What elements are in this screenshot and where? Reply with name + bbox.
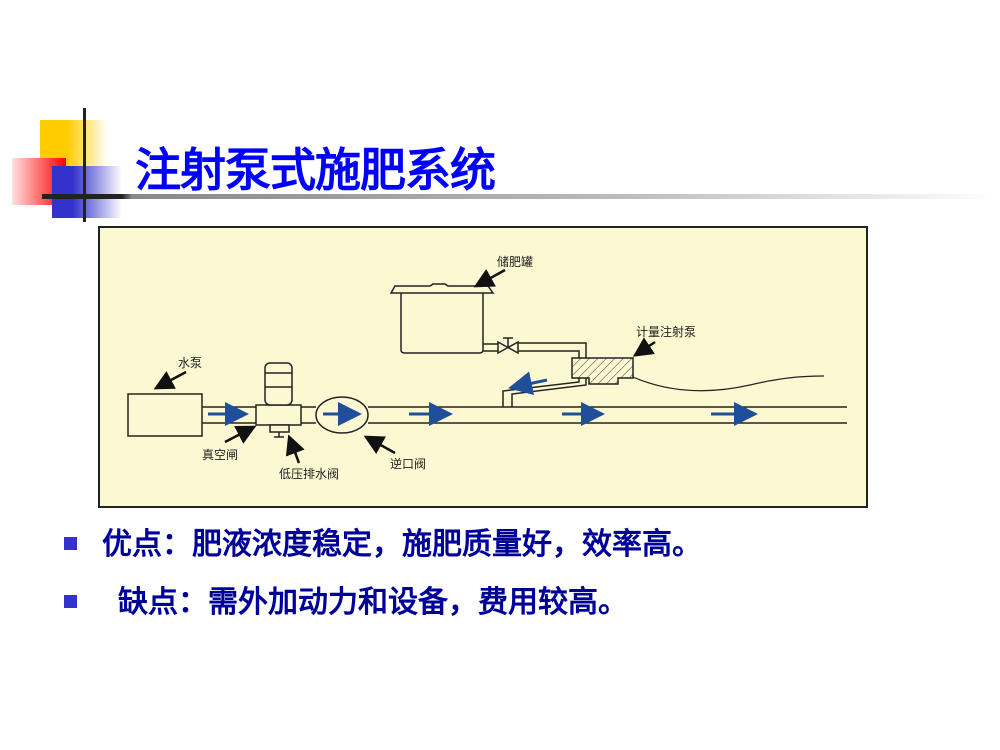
decor-vertical-line — [83, 108, 86, 222]
power-cable — [632, 375, 825, 392]
label-metering-pump: 计量注射泵 — [636, 324, 696, 339]
bullet-marker — [64, 595, 77, 608]
decor-blue-square — [52, 166, 122, 218]
fertilizer-tank — [400, 293, 484, 354]
water-pump — [127, 393, 203, 437]
bullet-disadvantages: 缺点：需外加动力和设备，费用较高。 — [118, 585, 628, 620]
bullet-advantages: 优点：肥液浓度稳定，施肥质量好，效率高。 — [102, 527, 702, 562]
label-vacuum-valve: 真空闸 — [202, 448, 238, 462]
slide-title: 注射泵式施肥系统 — [135, 143, 496, 197]
metering-pump — [571, 357, 634, 385]
valve-motor — [264, 362, 293, 406]
tank-lid — [389, 283, 495, 294]
injection-pump-diagram: 储肥罐 计量注射泵 水泵 真空闸 低压排水阀 逆口阀 — [98, 226, 868, 508]
title-underline — [42, 194, 1000, 199]
label-water-pump: 水泵 — [178, 356, 202, 370]
vacuum-valve — [255, 404, 302, 426]
drain-valve — [269, 424, 290, 433]
bullet-marker — [64, 537, 77, 550]
diagram-svg: 储肥罐 计量注射泵 水泵 真空闸 低压排水阀 逆口阀 — [127, 254, 847, 481]
label-tank: 储肥罐 — [497, 254, 533, 269]
label-check-valve: 逆口阀 — [390, 456, 426, 471]
label-drain-valve: 低压排水阀 — [279, 467, 339, 481]
tank-outlet-valve — [497, 340, 519, 355]
injection-flow-arrow — [508, 371, 548, 396]
